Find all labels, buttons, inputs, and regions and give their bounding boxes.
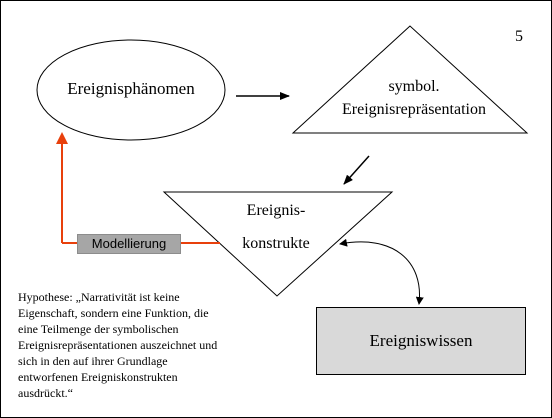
hypothesis-line: Ereignisrepräsentationen auszeichnet und bbox=[18, 338, 218, 352]
symbolic-representation-label: symbol. Ereignisrepräsentation bbox=[311, 75, 517, 121]
symbolic-representation-line-1: symbol. bbox=[388, 78, 440, 95]
modelling-label-box: Modellierung bbox=[77, 234, 181, 254]
symbolic-representation-line-2: Ereignisrepräsentation bbox=[342, 101, 486, 118]
feedback-arrowhead bbox=[56, 132, 68, 144]
event-phenomenon-ellipse bbox=[36, 39, 226, 141]
event-constructs-triangle bbox=[162, 191, 394, 297]
symbolic-representation-triangle bbox=[291, 25, 529, 134]
hypothesis-line: eine Teilmenge der symbolischen bbox=[18, 322, 179, 336]
hypothesis-line: entworfenen Ereigniskonstrukten bbox=[18, 370, 178, 384]
arrow-constructs-knowledge bbox=[339, 238, 424, 305]
event-constructs-line-1: Ereignis- bbox=[246, 202, 306, 219]
hypothesis-line: Hypothese: „Narrativität ist keine bbox=[18, 290, 180, 304]
event-phenomenon-label: Ereignisphänomen bbox=[67, 79, 195, 98]
event-knowledge-box: Ereigniswissen bbox=[316, 307, 526, 375]
hypothesis-line: Eigenschaft, sondern eine Funktion, die bbox=[18, 306, 209, 320]
hypothesis-line: sich in den auf ihrer Grundlage bbox=[18, 354, 168, 368]
arrow-representation-to-constructs bbox=[343, 155, 370, 185]
page-number: 5 bbox=[515, 28, 523, 45]
hypothesis-line: ausdrückt.“ bbox=[18, 386, 73, 400]
hypothesis-text: Hypothese: „Narrativität ist keine Eigen… bbox=[18, 289, 258, 401]
event-constructs-line-2: konstrukte bbox=[242, 235, 310, 252]
